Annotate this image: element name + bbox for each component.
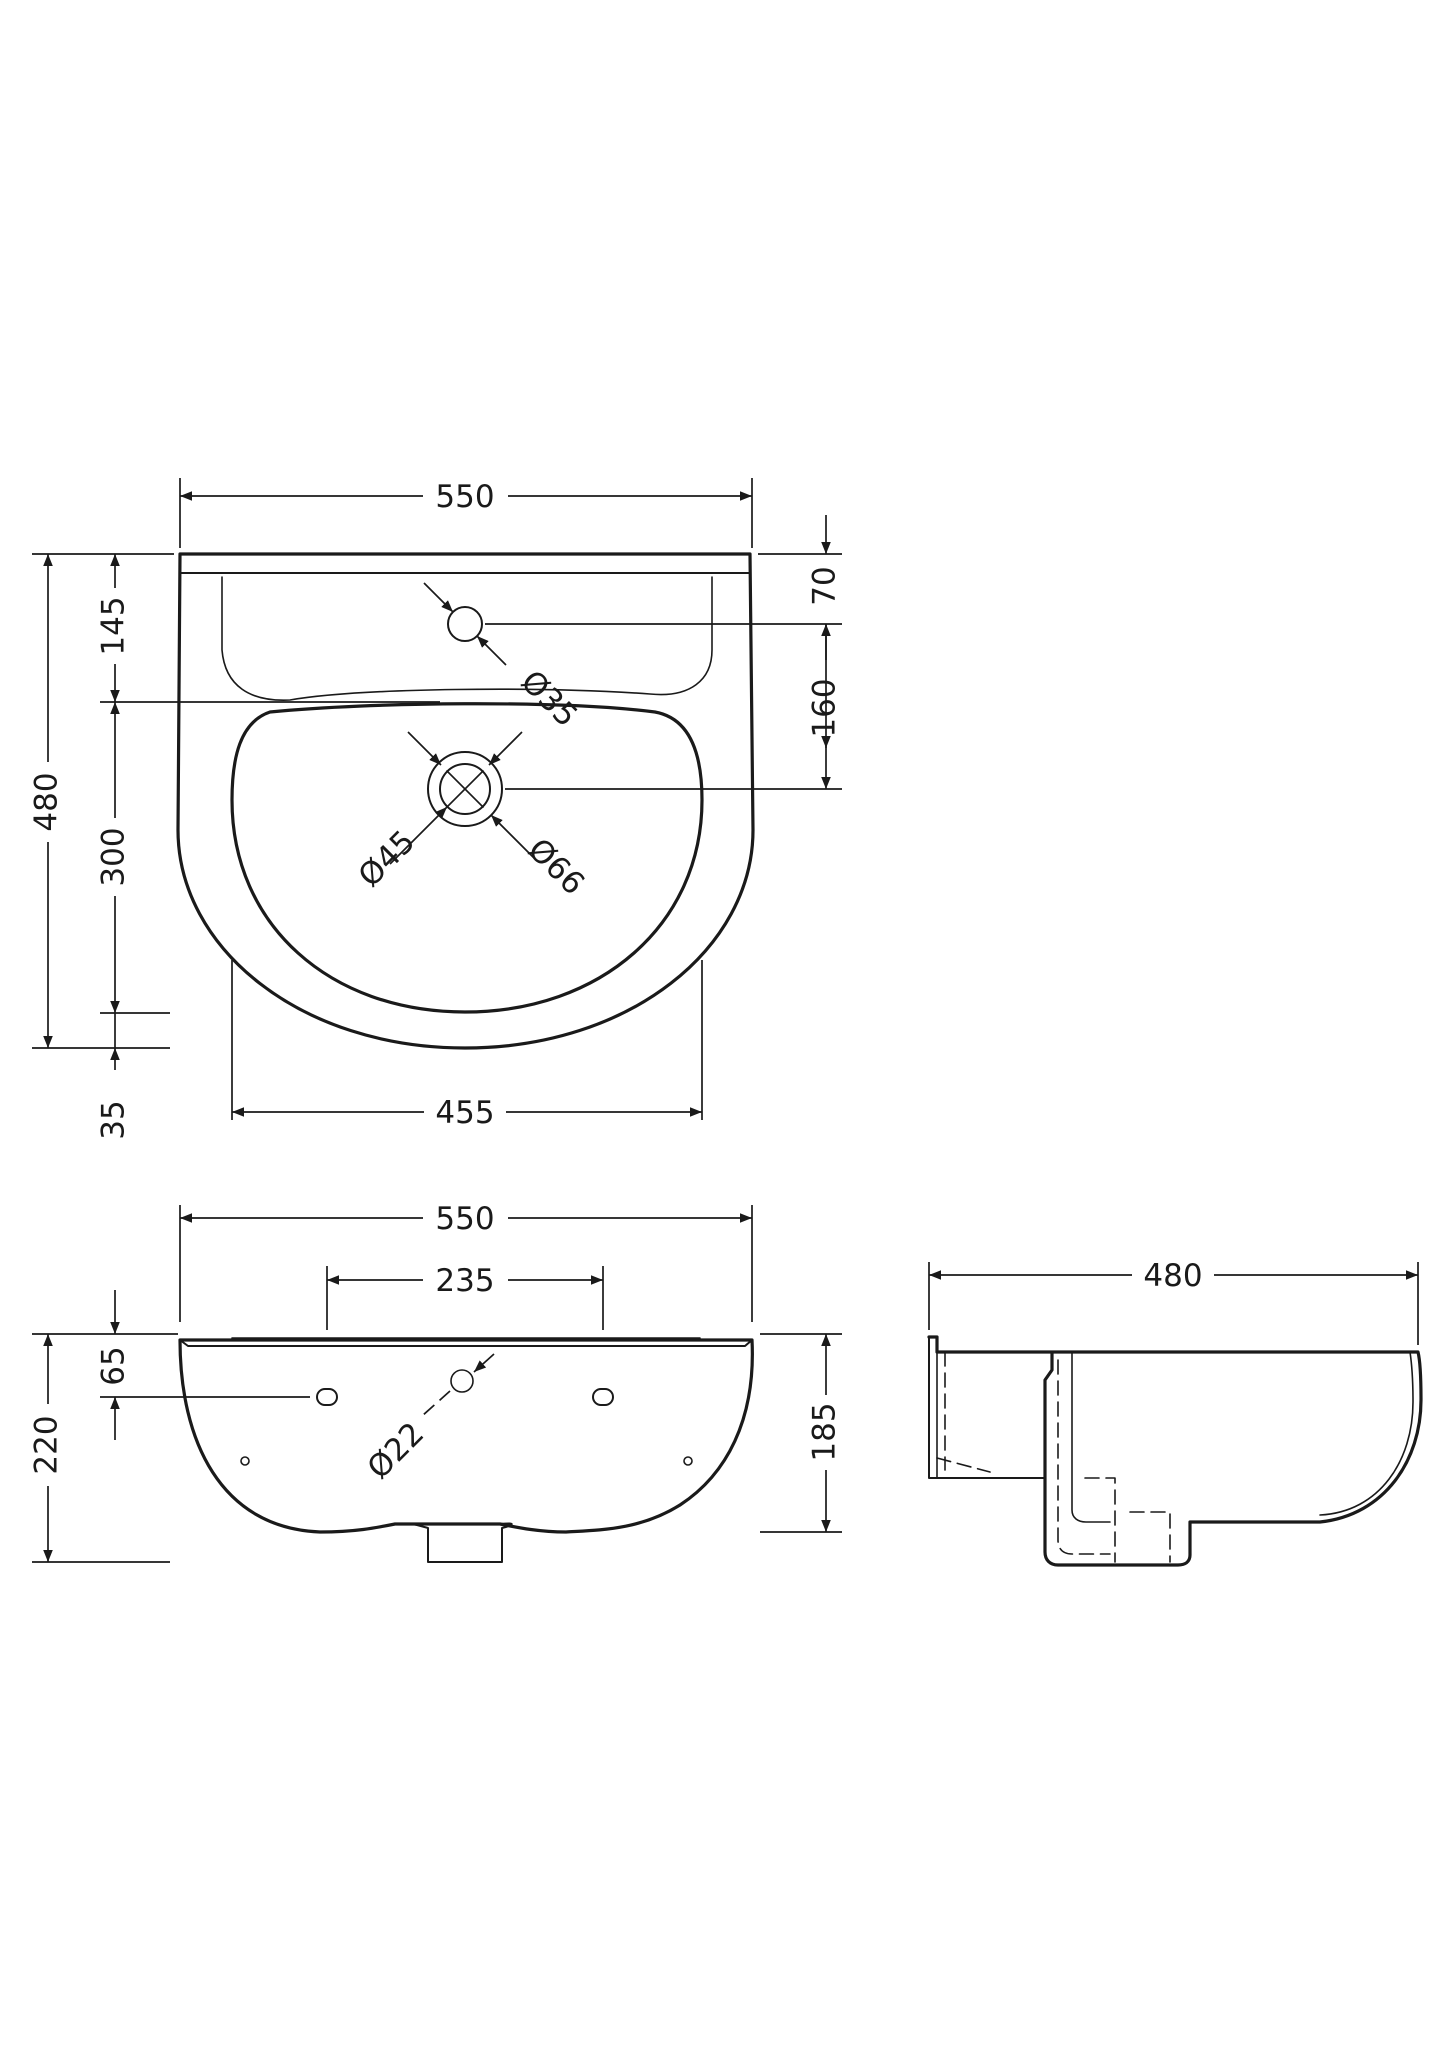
- waste-outer: [427, 751, 503, 827]
- dim-waste-dia: Ø45 Ø66: [352, 731, 592, 903]
- dim-top-depth: 480: [29, 553, 174, 1049]
- label-front-width: 550: [435, 1201, 494, 1237]
- dim-front-width: 550: [179, 1201, 753, 1322]
- label-tap-to-waste: 160: [807, 678, 843, 737]
- fixing-slot-left: [316, 1388, 338, 1406]
- dim-tap-hole-dia: Ø35: [423, 582, 585, 735]
- label-tap-hole-offset: 70: [807, 566, 843, 605]
- bowl-outline: [230, 702, 704, 1014]
- dim-top-width: 550: [179, 478, 753, 548]
- label-front-body-height: 185: [807, 1402, 843, 1461]
- label-tap-hole-dia: Ø35: [514, 664, 585, 735]
- dim-overflow-dia: Ø22: [361, 1353, 495, 1487]
- dim-top-chain: 145 300 35: [96, 554, 440, 1140]
- dim-side-depth: 480: [928, 1258, 1419, 1345]
- label-fixing-height: 65: [96, 1346, 132, 1385]
- label-front-overall-height: 220: [29, 1415, 65, 1474]
- dim-bowl-width: 455: [231, 960, 703, 1131]
- label-bowl-width: 455: [435, 1095, 494, 1131]
- hidden-lines: [936, 1351, 1171, 1563]
- label-top-depth: 480: [29, 772, 65, 831]
- overflow-hole: [450, 1369, 474, 1393]
- waste-spigot: [394, 1522, 513, 1563]
- fixing-slot-right: [592, 1388, 614, 1406]
- waste-inner: [439, 763, 491, 815]
- basin-outline-front: [178, 1338, 754, 1534]
- top-view: 550 480 145 300 35: [29, 478, 843, 1140]
- label-fixing-centres: 235: [435, 1263, 494, 1299]
- label-waste-dia: Ø45: [352, 824, 423, 895]
- dim-fixing-centres: 235: [326, 1263, 604, 1330]
- dim-front-overall-height: 220: [29, 1333, 170, 1563]
- dim-front-body-height: 185: [760, 1333, 843, 1533]
- label-side-depth: 480: [1143, 1258, 1202, 1294]
- tap-hole: [447, 606, 483, 642]
- label-rear-to-tap: 145: [96, 596, 132, 655]
- basin-outline-top: [176, 552, 755, 1050]
- dim-fixing-height: 65: [96, 1290, 310, 1440]
- label-overflow-dia: Ø22: [361, 1416, 432, 1487]
- label-bowl-front-gap: 35: [96, 1100, 132, 1139]
- label-waste-outer-dia: Ø66: [521, 832, 592, 903]
- fix-dot-left: [240, 1456, 250, 1466]
- side-view: 480: [927, 1258, 1423, 1567]
- label-bowl-length: 300: [96, 827, 132, 886]
- fix-dot-right: [683, 1456, 693, 1466]
- tap-deck: [221, 576, 713, 701]
- dim-right-chain: 70 160: [485, 515, 843, 790]
- label-top-width: 550: [435, 479, 494, 515]
- basin-outline-side: [927, 1335, 1423, 1567]
- front-view: 550 235 65 220: [29, 1201, 843, 1563]
